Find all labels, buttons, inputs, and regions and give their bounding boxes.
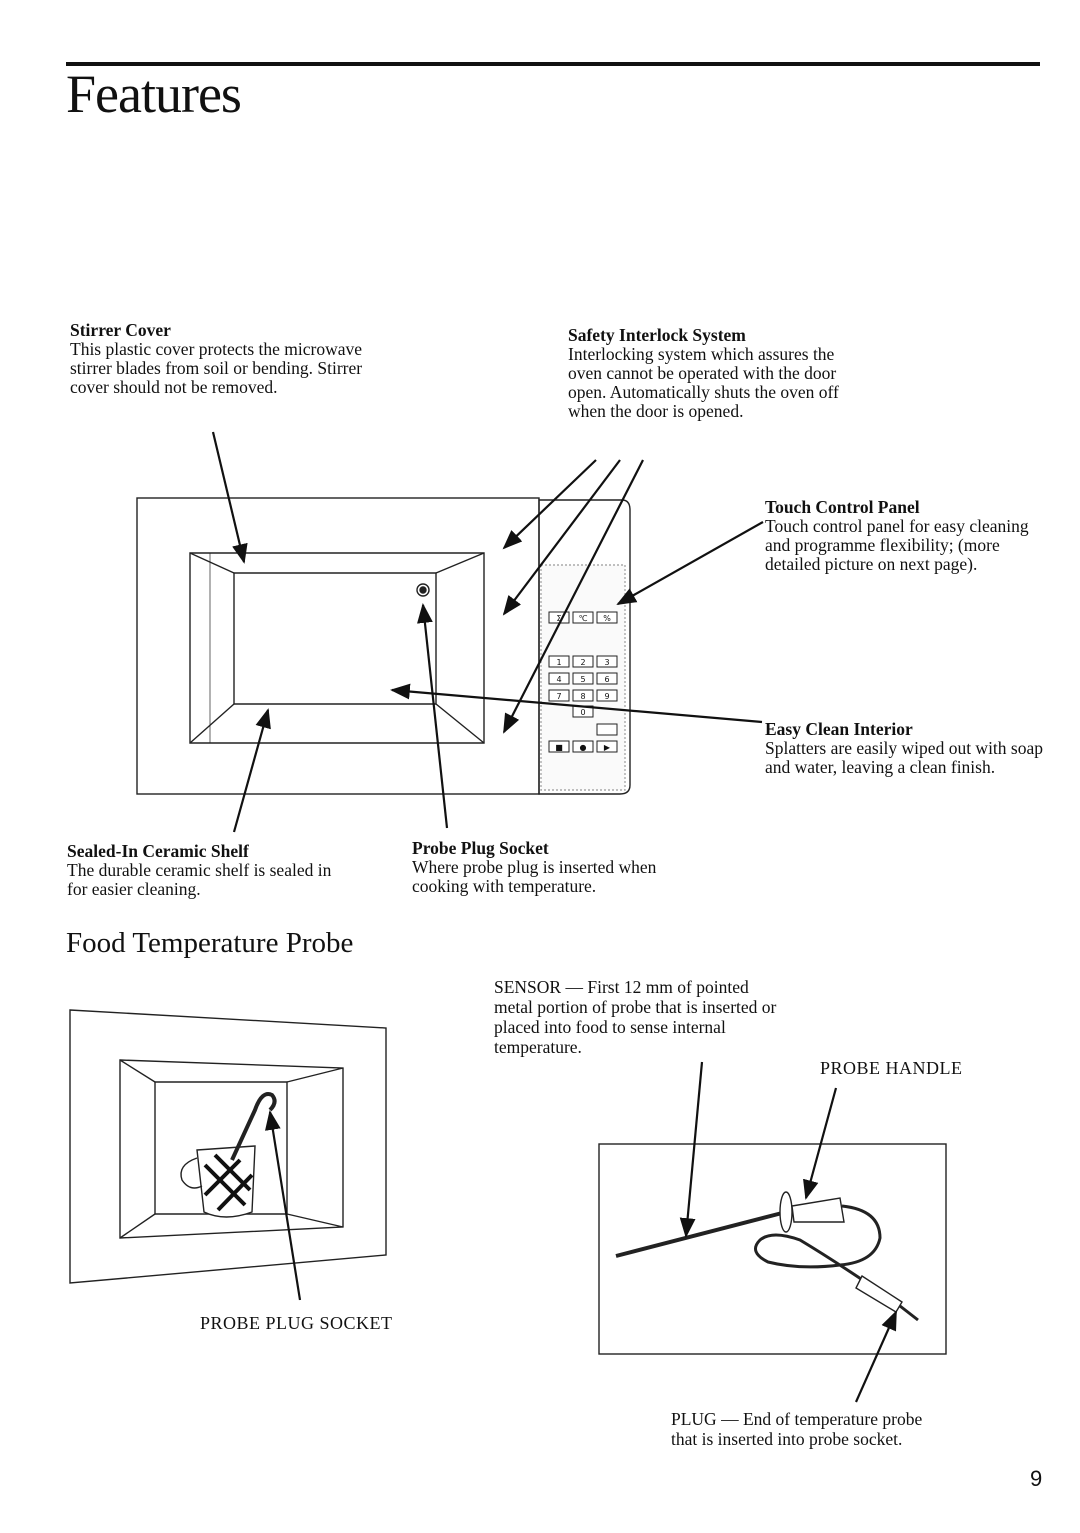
key-label: 0 (580, 708, 585, 717)
arrow-stirrer-cover (211, 431, 248, 564)
callout-heading: Sealed-In Ceramic Shelf (67, 841, 249, 861)
keypad (548, 611, 618, 753)
probe-cable (230, 1092, 277, 1161)
microwave-arrows (211, 431, 764, 833)
title-rule (66, 62, 1040, 66)
callout-heading: Easy Clean Interior (765, 719, 913, 739)
callout-heading: Safety Interlock System (568, 325, 746, 345)
arrow-probe-plug-socket (264, 1110, 302, 1301)
key-label: % (603, 614, 611, 623)
callout-touch-control-panel: Touch Control Panel Touch control panel … (765, 498, 1030, 574)
probe-arrows (679, 1061, 898, 1403)
page-number: 9 (1030, 1466, 1043, 1491)
callout-ceramic-shelf: Sealed-In Ceramic Shelf The durable cera… (67, 842, 352, 899)
probe-detail-diagram (598, 1143, 947, 1355)
probe-socket-icon (416, 583, 430, 597)
oven-frame (69, 1009, 387, 1284)
key-label: ▶ (604, 743, 611, 752)
callout-easy-clean-interior: Easy Clean Interior Splatters are easily… (765, 720, 1045, 777)
callout-heading: Probe Plug Socket (412, 838, 549, 858)
key-label: ℃ (579, 614, 588, 623)
arrow-probe-socket (417, 603, 449, 829)
cup-handle (180, 1157, 203, 1189)
callout-desc: Interlocking system which assures the ov… (568, 344, 839, 421)
keypad-labels: Σ ℃ % 1 2 3 4 5 6 7 8 9 0 ■ ● ▶ (555, 614, 611, 752)
callout-stirrer-cover: Stirrer Cover This plastic cover protect… (70, 321, 370, 397)
arrow-interlock-3 (503, 459, 644, 734)
probe-handle-guard (779, 1191, 793, 1233)
key-label: 8 (580, 692, 585, 701)
arrow-plug (854, 1310, 898, 1403)
section-title: Food Temperature Probe (66, 927, 354, 959)
arrow-interlock-1 (502, 459, 597, 550)
key-label: Σ (556, 614, 561, 623)
callout-desc: Touch control panel for easy cleaning an… (765, 516, 1029, 574)
probe-plug-body (855, 1274, 903, 1313)
probe-in-oven-diagram (69, 1009, 387, 1284)
sensor-caption: SENSOR — First 12 mm of pointed metal po… (494, 977, 777, 1057)
key-label: ● (580, 743, 587, 752)
arrow-sensor (679, 1061, 704, 1238)
probe-handle-label: PROBE HANDLE (820, 1058, 963, 1078)
callout-safety-interlock: Safety Interlock System Interlocking sys… (568, 326, 848, 421)
arrow-touch-panel (616, 521, 764, 605)
callout-heading: Touch Control Panel (765, 497, 920, 517)
plug-caption: PLUG — End of temperature probe that is … (671, 1409, 923, 1449)
key-label: 1 (556, 658, 561, 667)
key-label: 9 (604, 692, 609, 701)
page-title: Features (66, 64, 242, 124)
key-label: 5 (580, 675, 585, 684)
arrow-interlock-2 (502, 459, 621, 616)
callout-probe-plug-socket: Probe Plug Socket Where probe plug is in… (412, 839, 692, 896)
callout-desc: The durable ceramic shelf is sealed in f… (67, 860, 332, 899)
arrow-handle (803, 1087, 838, 1200)
probe-plug-pin (899, 1304, 919, 1322)
callout-desc: Splatters are easily wiped out with soap… (765, 738, 1043, 777)
oven-cavity-inner (233, 572, 437, 705)
callout-desc: This plastic cover protects the microwav… (70, 339, 363, 397)
arrow-easy-clean (390, 683, 763, 724)
probe-cable (754, 1204, 882, 1287)
key-label: ■ (555, 743, 563, 752)
key-label: 7 (556, 692, 561, 701)
probe-plug-socket-label: PROBE PLUG SOCKET (200, 1313, 393, 1333)
key-label: 3 (604, 658, 609, 667)
callout-desc: Where probe plug is inserted when cookin… (412, 857, 657, 896)
callout-heading: Stirrer Cover (70, 320, 171, 340)
probe-rod (615, 1210, 787, 1258)
arrow-ceramic-shelf (232, 708, 271, 833)
probe-frame (598, 1143, 947, 1355)
oven-front-panel (136, 497, 540, 795)
key-label: 6 (604, 675, 609, 684)
probe-handle-grip (791, 1197, 845, 1223)
control-panel-housing (538, 499, 631, 795)
key-label: 2 (580, 658, 585, 667)
key-label: 4 (556, 675, 561, 684)
